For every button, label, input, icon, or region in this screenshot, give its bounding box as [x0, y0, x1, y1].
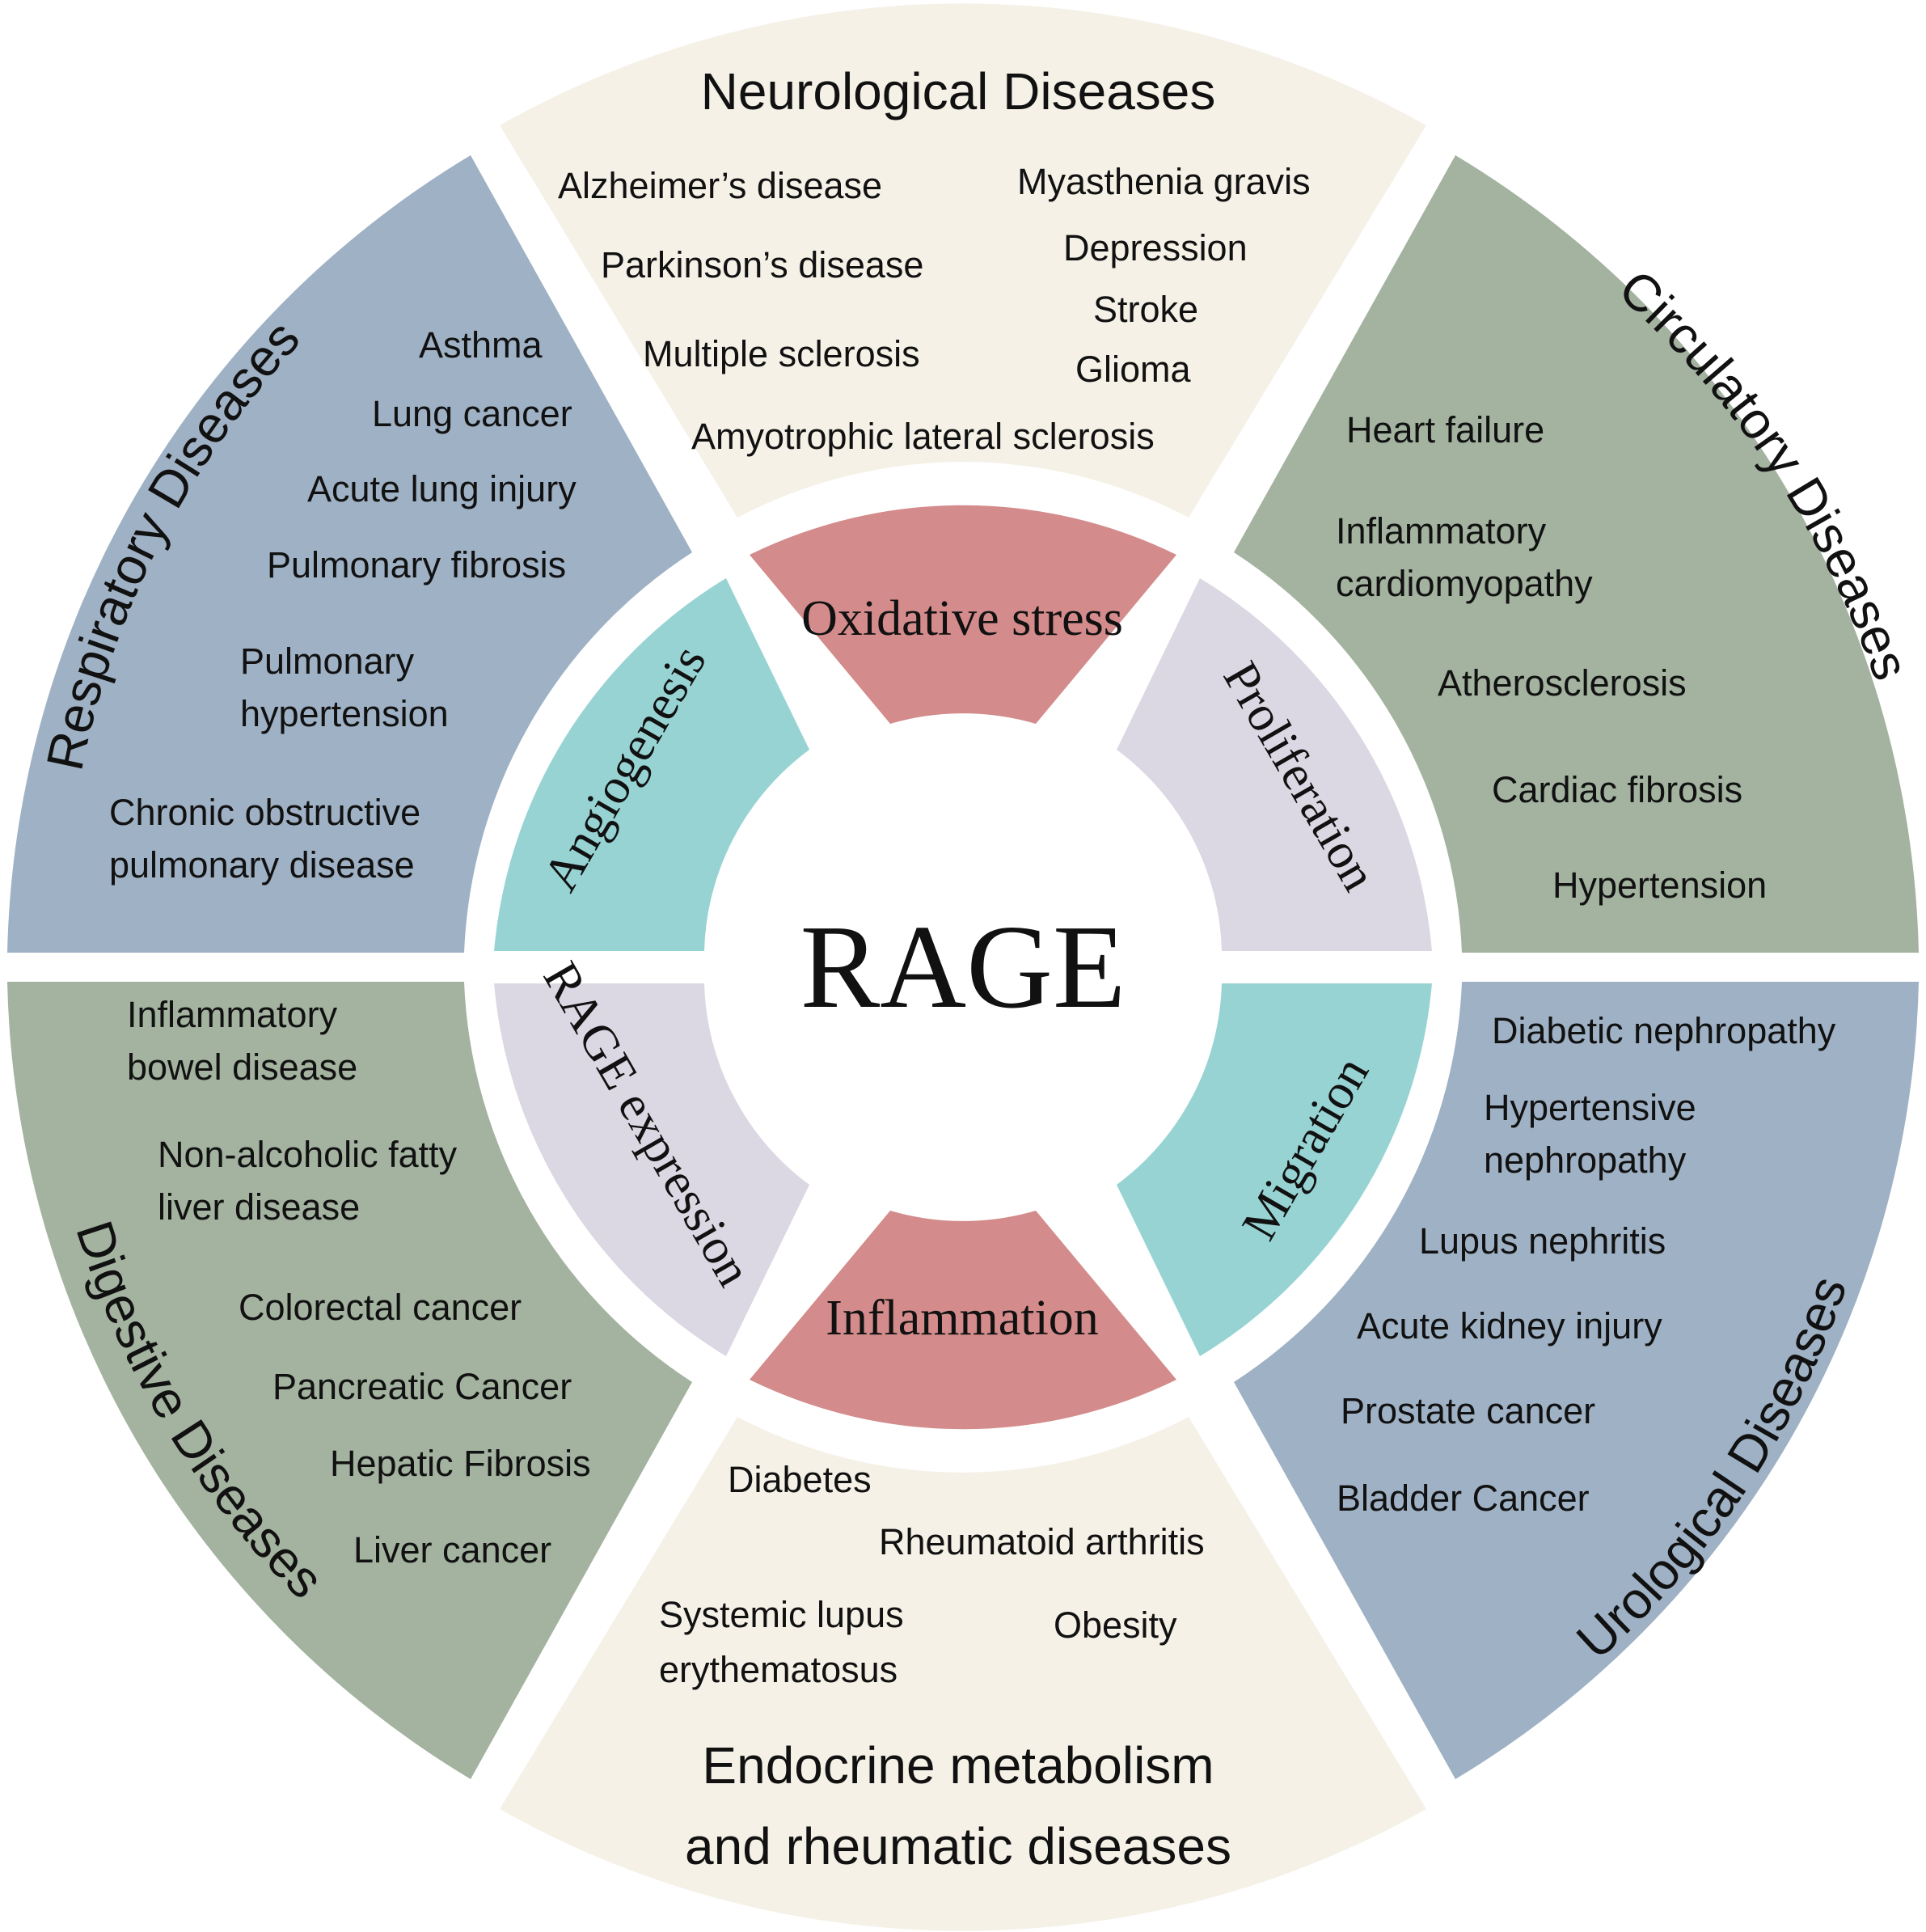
segment-migration	[1117, 983, 1432, 1356]
list-item: Pulmonary	[240, 640, 415, 682]
list-item: Asthma	[419, 324, 543, 366]
list-item: Myasthenia gravis	[1017, 161, 1311, 202]
list-item: Glioma	[1075, 349, 1192, 390]
list-item: bowel disease	[127, 1046, 357, 1088]
list-item: hypertension	[240, 693, 449, 734]
digestive-items: Inflammatory bowel disease Non-alcoholic…	[127, 994, 591, 1571]
center-label: RAGE	[800, 901, 1126, 1034]
endocrine-items: Diabetes Rheumatoid arthritis Systemic l…	[659, 1459, 1205, 1690]
segment-proliferation	[1117, 578, 1432, 951]
list-item: pulmonary disease	[109, 844, 415, 886]
list-item: Lung cancer	[372, 393, 572, 434]
list-item: Diabetes	[728, 1459, 872, 1500]
segment-angiogenesis	[494, 578, 809, 951]
sector-digestive	[7, 982, 692, 1779]
respiratory-items: Asthma Lung cancer Acute lung injury Pul…	[109, 324, 577, 886]
sector-circulatory	[1234, 155, 1919, 953]
list-item: Bladder Cancer	[1337, 1478, 1590, 1519]
list-item: Lupus nephritis	[1419, 1220, 1666, 1262]
list-item: Cardiac fibrosis	[1492, 769, 1742, 810]
segment-inflammation	[750, 1211, 1176, 1430]
list-item: cardiomyopathy	[1336, 563, 1593, 604]
list-item: Obesity	[1054, 1604, 1177, 1646]
center-circle	[712, 717, 1214, 1218]
segment-rage-expression	[494, 983, 809, 1356]
mechanism-label-oxidative-stress: Oxidative stress	[801, 591, 1123, 646]
list-item: Non-alcoholic fatty	[158, 1134, 458, 1175]
list-item: Hypertension	[1552, 865, 1767, 906]
list-item: Pulmonary fibrosis	[267, 544, 566, 586]
list-item: Diabetic nephropathy	[1492, 1010, 1836, 1051]
sector-respiratory	[7, 155, 692, 953]
list-item: Heart failure	[1346, 409, 1544, 450]
list-item: erythematosus	[659, 1649, 898, 1690]
category-title-neurological: Neurological Diseases	[701, 62, 1216, 120]
list-item: Stroke	[1093, 289, 1198, 330]
list-item: Acute kidney injury	[1357, 1305, 1662, 1346]
list-item: Chronic obstructive	[109, 792, 420, 833]
list-item: Parkinson’s disease	[601, 244, 923, 285]
list-item: Atherosclerosis	[1438, 662, 1687, 704]
list-item: Alzheimer’s disease	[558, 165, 882, 206]
neurological-items: Alzheimer’s disease Myasthenia gravis Pa…	[558, 161, 1311, 457]
sector-endocrine	[500, 1417, 1426, 1931]
list-item: Amyotrophic lateral sclerosis	[691, 416, 1155, 457]
urological-items: Diabetic nephropathy Hypertensive nephro…	[1337, 1010, 1836, 1519]
sector-neurological	[500, 3, 1426, 518]
list-item: Hypertensive	[1484, 1087, 1696, 1128]
mechanism-label-inflammation: Inflammation	[826, 1291, 1098, 1346]
list-item: Colorectal cancer	[239, 1287, 522, 1328]
list-item: Rheumatoid arthritis	[879, 1521, 1205, 1562]
list-item: Depression	[1063, 227, 1248, 268]
list-item: Multiple sclerosis	[643, 333, 920, 374]
list-item: nephropathy	[1484, 1139, 1687, 1181]
list-item: Inflammatory	[127, 994, 338, 1035]
segment-oxidative-stress	[750, 505, 1176, 724]
sector-urological	[1234, 982, 1919, 1779]
list-item: Hepatic Fibrosis	[330, 1443, 591, 1484]
list-item: Prostate cancer	[1341, 1390, 1595, 1431]
category-title-endocrine-line2: and rheumatic diseases	[685, 1817, 1231, 1875]
circulatory-items: Heart failure Inflammatory cardiomyopath…	[1336, 409, 1767, 906]
list-item: liver disease	[158, 1186, 360, 1228]
list-item: Liver cancer	[353, 1529, 551, 1571]
list-item: Pancreatic Cancer	[272, 1366, 572, 1407]
list-item: Acute lung injury	[307, 468, 577, 509]
list-item: Systemic lupus	[659, 1594, 904, 1635]
list-item: Inflammatory	[1336, 510, 1547, 552]
category-title-endocrine-line1: Endocrine metabolism	[702, 1736, 1214, 1795]
